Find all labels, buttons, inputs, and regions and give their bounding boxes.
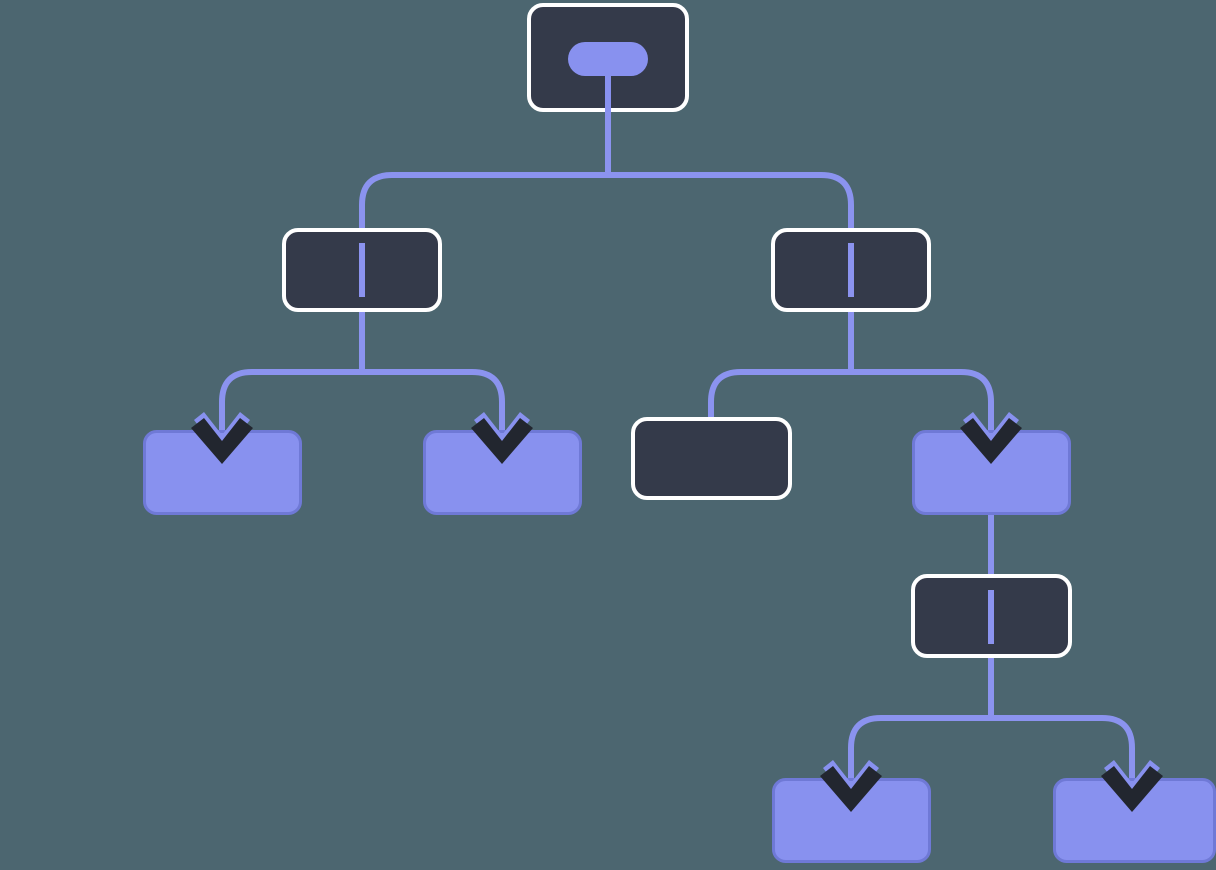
level2-right-node-caret-glyph bbox=[848, 243, 854, 297]
chevron-dark-icon bbox=[960, 418, 1022, 464]
leaf-node-2-box[interactable] bbox=[423, 430, 582, 515]
leaf-node-1-box[interactable] bbox=[143, 430, 302, 515]
chevron-accent-icon bbox=[1104, 760, 1160, 804]
level2-left-node-caret-glyph bbox=[359, 243, 365, 297]
leaf-node-3-box[interactable] bbox=[912, 430, 1071, 515]
connector-root-to-level2-right bbox=[608, 172, 854, 228]
level4-dark-node[interactable] bbox=[911, 574, 1072, 658]
chevron-accent-icon bbox=[474, 412, 530, 456]
chevron-dark-icon bbox=[191, 418, 253, 464]
connector-layer bbox=[219, 112, 1135, 778]
leaf-node-4-box[interactable] bbox=[772, 778, 931, 863]
level3-dark-node[interactable] bbox=[631, 417, 792, 500]
root-node-pill-glyph bbox=[568, 42, 648, 76]
leaf-node-5[interactable] bbox=[1053, 778, 1216, 863]
leaf-node-5-box[interactable] bbox=[1053, 778, 1216, 863]
level2-left-node[interactable] bbox=[282, 228, 442, 312]
leaf-node-3[interactable] bbox=[912, 430, 1071, 515]
arrow-layer bbox=[191, 412, 1163, 812]
node-layer bbox=[143, 3, 1216, 863]
connector-level2-right-to-leaf3 bbox=[851, 369, 994, 430]
root-node-stem-glyph bbox=[605, 60, 611, 112]
level4-dark-node-caret-glyph bbox=[988, 590, 994, 644]
chevron-accent-icon bbox=[194, 412, 250, 456]
connector-level2-left-to-leaf2 bbox=[362, 369, 505, 430]
connector-level4-to-leaf4 bbox=[848, 715, 991, 778]
double-chevron-down-arrow-leaf-4 bbox=[820, 760, 882, 812]
leaf-node-4[interactable] bbox=[772, 778, 931, 863]
double-chevron-down-arrow-leaf-5 bbox=[1101, 760, 1163, 812]
chevron-accent-icon bbox=[963, 412, 1019, 456]
level2-right-node[interactable] bbox=[771, 228, 931, 312]
leaf-node-1[interactable] bbox=[143, 430, 302, 515]
level3-dark-node-box[interactable] bbox=[631, 417, 792, 500]
connector-level2-right-to-level3-dark bbox=[708, 369, 851, 417]
chevron-dark-icon bbox=[820, 766, 882, 812]
chevron-dark-icon bbox=[471, 418, 533, 464]
chevron-dark-icon bbox=[1101, 766, 1163, 812]
double-chevron-down-arrow-leaf-1 bbox=[191, 412, 253, 464]
chevron-accent-icon bbox=[823, 760, 879, 804]
leaf-node-2[interactable] bbox=[423, 430, 582, 515]
double-chevron-down-arrow-leaf-3 bbox=[960, 412, 1022, 464]
connector-level4-to-leaf5 bbox=[991, 715, 1135, 778]
root-node[interactable] bbox=[527, 3, 689, 112]
double-chevron-down-arrow-leaf-2 bbox=[471, 412, 533, 464]
connector-root-to-level2-left bbox=[359, 172, 608, 228]
connector-level2-left-to-leaf1 bbox=[219, 369, 362, 430]
